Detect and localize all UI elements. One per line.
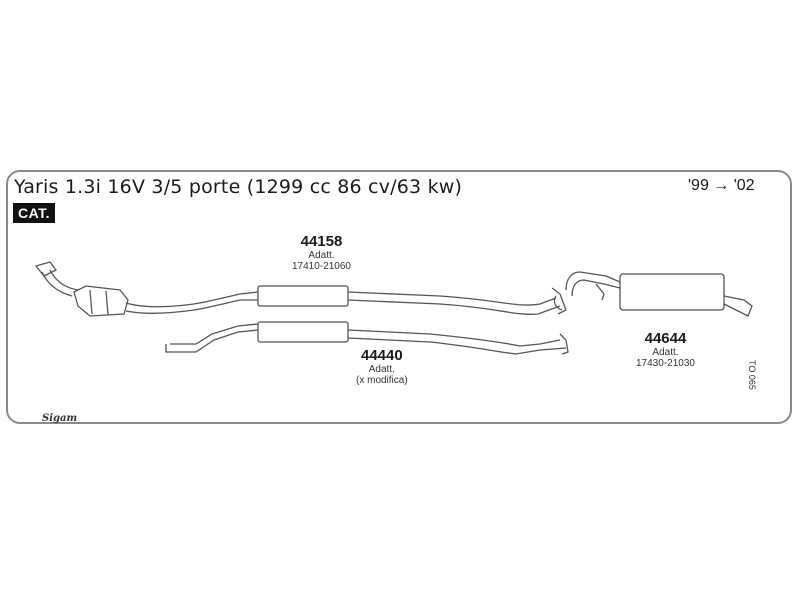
- rear-silencer-44644: [619, 273, 725, 311]
- year-range: '99 → '02: [688, 177, 755, 194]
- brand-logo: Sigam: [42, 413, 78, 424]
- part-44158: 44158 Adatt. 17410-21060: [292, 233, 351, 272]
- vehicle-title: Yaris 1.3i 16V 3/5 porte (1299 cc 86 cv/…: [14, 176, 463, 198]
- part-44440: 44440 Adatt. (x modifica): [356, 347, 408, 386]
- center-silencer-44158: [257, 285, 349, 307]
- catalytic-converter: [73, 285, 129, 317]
- front-pipe-44158: [125, 291, 259, 314]
- joint-flange-lower: [559, 333, 569, 355]
- front-pipe-44440: [165, 323, 259, 353]
- rear-pipe-44158: [347, 291, 561, 315]
- diagram-code: TO 065: [747, 360, 757, 390]
- part-reference: (x modifica): [356, 375, 408, 386]
- center-silencer-44440: [257, 321, 349, 343]
- manifold-pipe: [41, 269, 79, 297]
- part-number: 44440: [360, 347, 403, 364]
- part-number: 44158: [300, 233, 343, 250]
- part-note: Adatt.: [368, 364, 395, 375]
- rear-inlet-pipe: [565, 271, 621, 297]
- part-reference: 17430-21030: [636, 358, 695, 369]
- rear-pipe-44440: [347, 329, 567, 355]
- part-note: Adatt.: [652, 347, 679, 358]
- joint-flange: [551, 287, 567, 315]
- part-number: 44644: [644, 330, 687, 347]
- rear-hanger: [595, 283, 605, 301]
- part-44644: 44644 Adatt. 17430-21030: [636, 330, 695, 369]
- tail-pipe: [723, 295, 753, 317]
- part-reference: 17410-21060: [292, 261, 351, 272]
- part-note: Adatt.: [308, 250, 335, 261]
- catalyst-badge: CAT.: [13, 203, 56, 223]
- manifold-flange: [34, 261, 57, 277]
